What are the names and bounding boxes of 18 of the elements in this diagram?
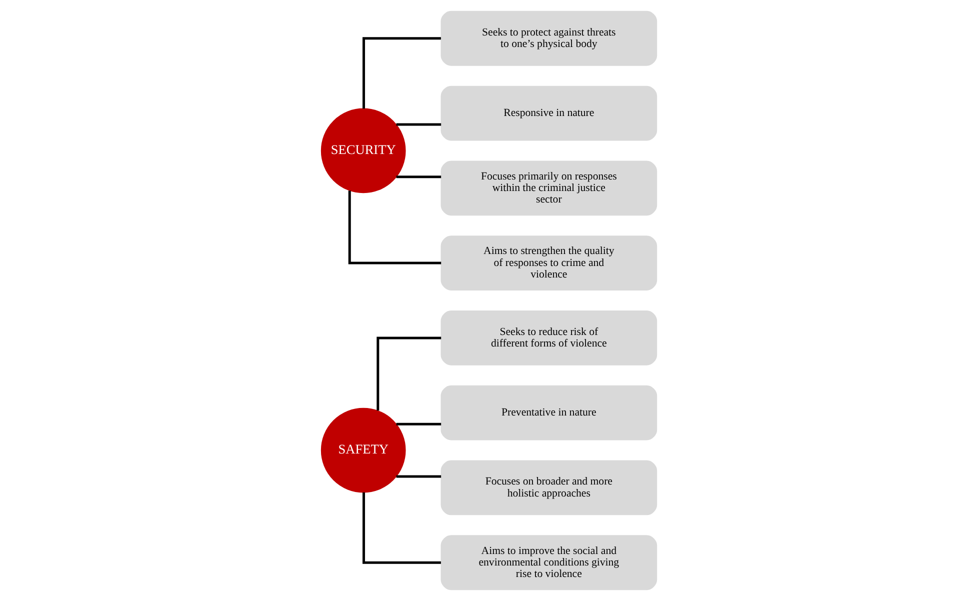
node-circle: SAFETY <box>320 408 406 493</box>
node-box: Seeks to protect against threats to one’s physical body <box>440 10 658 66</box>
connector <box>348 190 442 264</box>
connector <box>396 422 442 426</box>
node-box: Aims to improve the social and environmental conditions giving rise to violence <box>440 535 658 590</box>
node-box: Preventative in nature <box>440 385 658 440</box>
connector <box>396 176 442 178</box>
node-box: Aims to strengthen the quality of responses to crime and violence <box>440 236 658 291</box>
node-box: Seeks to reduce risk of different forms of violence <box>440 310 658 366</box>
connector <box>362 37 441 109</box>
connector <box>396 475 442 478</box>
node-circle: SECURITY <box>320 108 406 194</box>
node-box: Focuses on broader and more holistic approaches <box>440 460 658 516</box>
connector <box>396 123 442 126</box>
connector <box>362 492 441 564</box>
node-box: Focuses primarily on responses within the criminal justice sector <box>440 160 658 216</box>
node-box: Responsive in nature <box>440 86 658 141</box>
connector <box>376 336 442 411</box>
